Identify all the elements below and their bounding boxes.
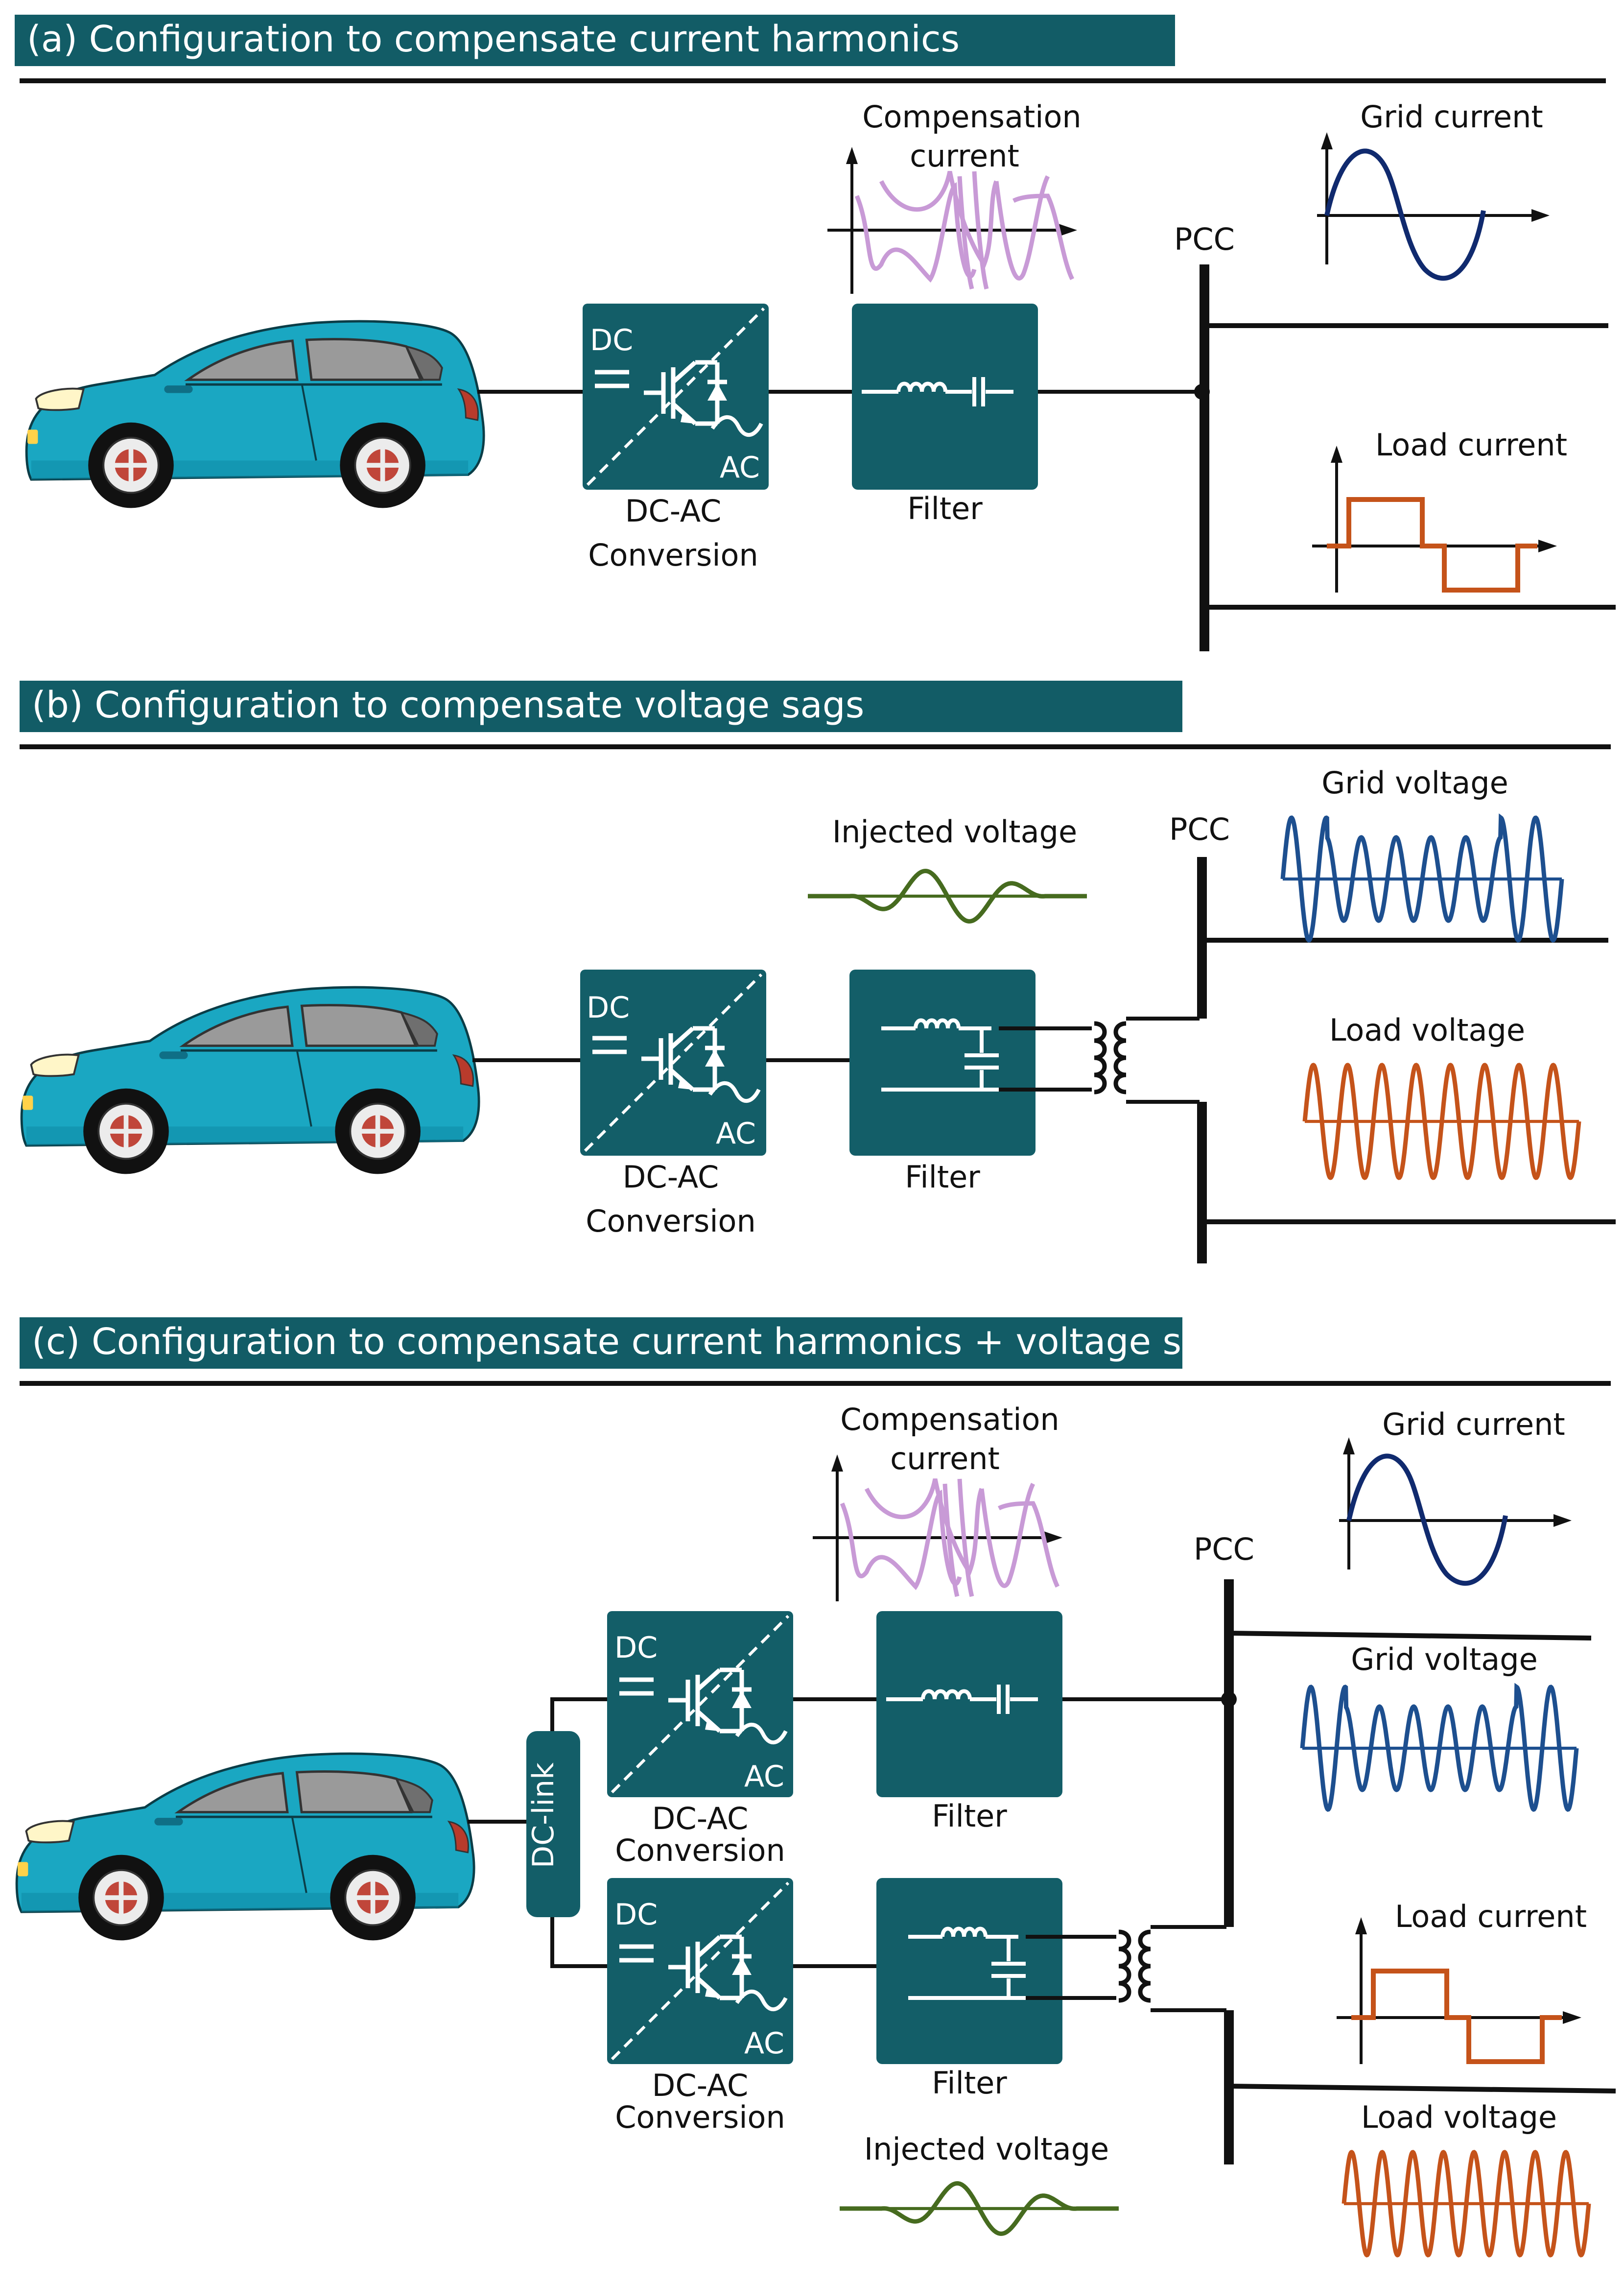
converter-ac-label: AC [744,2026,784,2061]
load-current-label: Load current [1395,1899,1587,1934]
converter-ac-label: AC [716,1117,756,1151]
lc-filter-icon [876,1611,1062,1797]
converter-ac-label: AC [744,1759,784,1794]
panel-c-header-bg [20,1317,1182,1369]
load-voltage-waveform [1302,1063,1581,1180]
panel-a-header-bg [15,15,1175,66]
load-voltage-waveform [1342,2150,1591,2258]
filter-label: Filter [907,491,983,526]
wire [550,1917,607,1968]
car-icon [22,987,479,1174]
compensation-current-label: Compensation [862,99,1081,135]
filter-label: Filter [932,2065,1007,2101]
converter-label: DC-AC [652,2068,749,2103]
panel-b-header: (b) Configuration to compensate voltage … [32,684,864,726]
panel-c: (c) Configuration to compensate current … [17,1317,1616,2258]
load-current-waveform [1312,446,1557,593]
grid-voltage-waveform [1280,813,1564,943]
converter-label-2: Conversion [588,537,758,573]
panel-b: (b) Configuration to compensate voltage … [20,681,1616,1263]
transformer-icon [1094,1023,1126,1092]
grid-current-label: Grid current [1360,99,1543,135]
load-current-label: Load current [1375,427,1567,463]
injected-voltage-label: Injected voltage [832,814,1077,850]
car-icon [26,321,484,508]
dc-link-label: DC-link [526,1762,561,1868]
load-current-waveform [1337,1917,1581,2064]
filter-label: Filter [905,1159,980,1195]
panel-b-header-bg [20,681,1182,732]
grid-current-waveform [1317,132,1550,278]
converter-label-2: Conversion [615,2099,785,2135]
load-voltage-label: Load voltage [1329,1012,1525,1048]
grid-voltage-waveform [1300,1683,1579,1812]
converter-dc-label: DC [587,991,630,1025]
converter-label: DC-AC [623,1159,719,1195]
compensation-current-label-2: current [890,1441,1000,1476]
panel-a-header: (a) Configuration to compensate current … [27,18,960,60]
load-voltage-label: Load voltage [1361,2099,1557,2135]
load-line [1228,2084,1616,2093]
pcc-label: PCC [1169,811,1230,847]
injected-voltage-waveform [840,2181,1119,2236]
dc-link-bar [526,1731,580,1917]
converter-label-2: Conversion [615,1832,785,1868]
converter-label-2: Conversion [586,1203,756,1239]
lc-filter-icon [852,304,1038,490]
converter-label: DC-AC [652,1801,749,1836]
converter-label: DC-AC [625,493,722,529]
converter-ac-label: AC [720,451,760,485]
grid-voltage-label: Grid voltage [1351,1641,1537,1677]
grid-voltage-label: Grid voltage [1321,765,1508,801]
car-icon [17,1754,474,1940]
converter-dc-label: DC [590,323,633,357]
panel-a: (a) Configuration to compensate current … [15,15,1616,651]
panel-c-header: (c) Configuration to compensate current … [32,1321,1246,1363]
pcc-label: PCC [1194,1531,1254,1567]
transformer-icon [1119,1932,1151,2000]
lcl-filter-icon [849,970,1036,1156]
filter-label: Filter [932,1798,1007,1834]
compensation-current-waveform [813,1454,1062,1601]
injected-voltage-label: Injected voltage [864,2131,1109,2167]
converter-dc-label: DC [614,1898,658,1932]
grid-current-waveform [1339,1437,1572,1583]
grid-current-label: Grid current [1382,1406,1565,1442]
grid-line [1228,1631,1592,1640]
compensation-current-label-2: current [910,138,1019,174]
lcl-filter-icon [876,1878,1062,2064]
wire [550,1697,607,1731]
converter-dc-label: DC [614,1631,658,1665]
compensation-current-label: Compensation [840,1402,1059,1437]
injected-voltage-waveform [808,869,1087,924]
pcc-label: PCC [1174,221,1235,257]
